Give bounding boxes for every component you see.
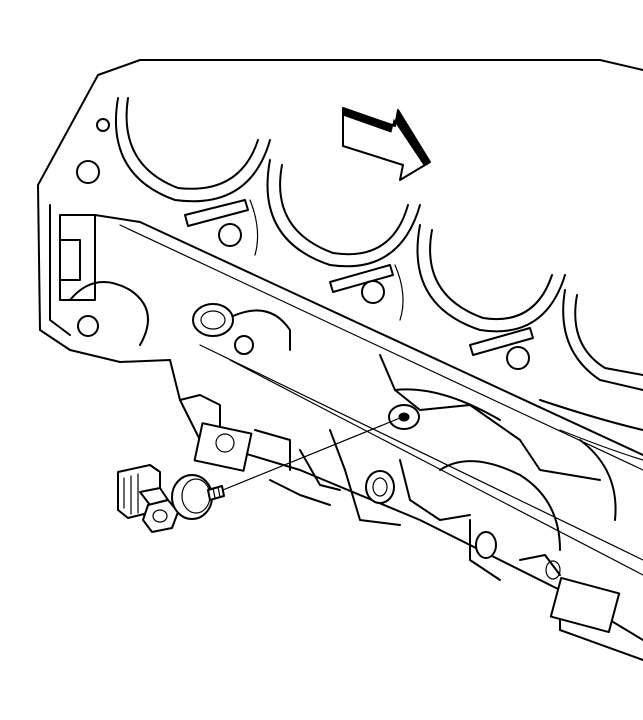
block-side-details	[269, 354, 643, 634]
knock-sensor-mounting-hole	[388, 404, 420, 430]
knock-sensor	[117, 464, 225, 533]
installation-guide-line	[217, 417, 401, 493]
arrow-right-icon	[342, 107, 431, 181]
cylinder-bores	[76, 97, 643, 391]
engine-block	[37, 59, 643, 661]
